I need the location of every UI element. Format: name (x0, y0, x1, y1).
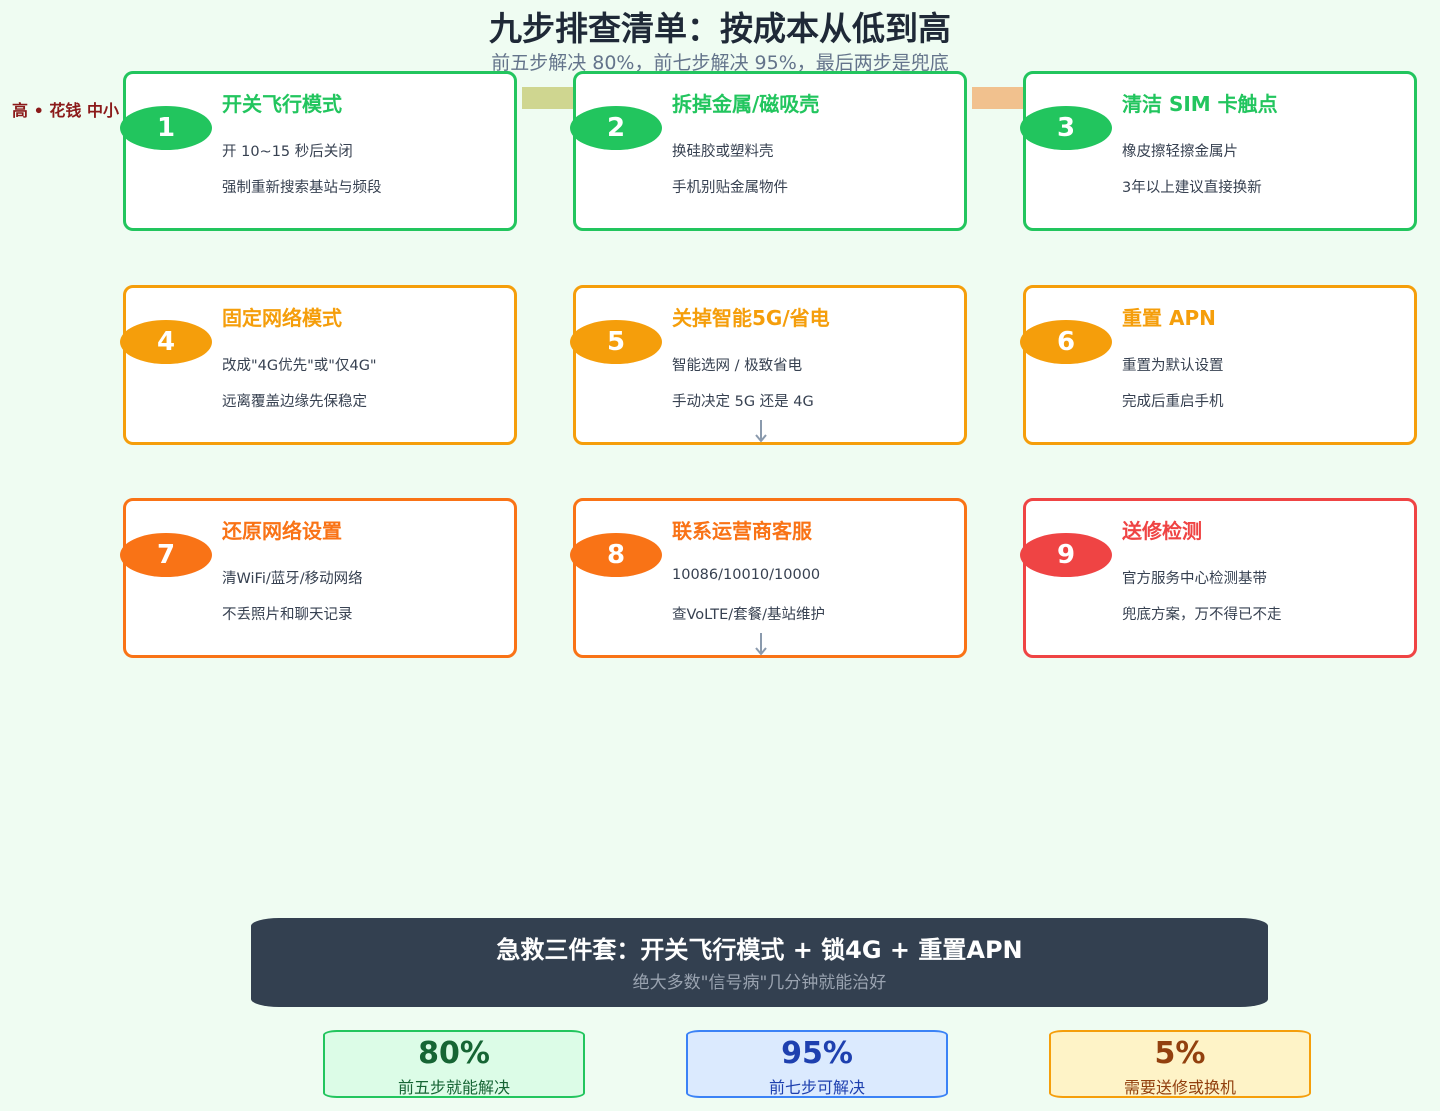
stat-card-5: 5% 需要送修或换机 (1049, 1030, 1311, 1098)
step-card-1: 1 开关飞行模式 开 10~15 秒后关闭 强制重新搜索基站与频段 (120, 71, 517, 231)
step-card-9: 9 送修检测 官方服务中心检测基带 兜底方案，万不得已不走 (1020, 498, 1417, 658)
step-card-2: 2 拆掉金属/磁吸壳 换硅胶或塑料壳 手机别贴金属物件 (570, 71, 967, 231)
stat-label: 需要送修或换机 (1123, 1078, 1236, 1097)
step-title: 还原网络设置 (222, 519, 342, 543)
cost-axis-label: 高 • 花钱 中小 (12, 101, 119, 120)
stat-value: 5% (1154, 1036, 1206, 1071)
step-number-badge: 9 (1020, 533, 1112, 577)
step-detail: 重置为默认设置 (1122, 358, 1224, 374)
step-detail: 清WiFi/蓝牙/移动网络 (222, 571, 363, 587)
connector-bar (522, 87, 576, 109)
page-subtitle: 前五步解决 80%，前七步解决 95%，最后两步是兜底 (491, 52, 949, 74)
stat-card-80: 80% 前五步就能解决 (323, 1030, 585, 1098)
down-arrow-icon (755, 633, 767, 656)
step-detail: 手动决定 5G 还是 4G (672, 394, 814, 410)
stat-card-95: 95% 前七步可解决 (686, 1030, 948, 1098)
step-number-badge: 7 (120, 533, 212, 577)
step-number-badge: 1 (120, 106, 212, 150)
step-card-8: 8 联系运营商客服 10086/10010/10000 查VoLTE/套餐/基站… (570, 498, 967, 658)
step-title: 拆掉金属/磁吸壳 (672, 92, 820, 116)
step-detail: 强制重新搜索基站与频段 (222, 180, 382, 196)
step-detail: 改成"4G优先"或"仅4G" (222, 358, 377, 374)
step-card-5: 5 关掉智能5G/省电 智能选网 / 极致省电 手动决定 5G 还是 4G (570, 285, 967, 445)
step-detail: 3年以上建议直接换新 (1122, 180, 1262, 196)
stat-value: 80% (418, 1036, 490, 1071)
connector-bar (972, 87, 1026, 109)
step-detail: 远离覆盖边缘先保稳定 (222, 394, 367, 410)
page-title: 九步排查清单：按成本从低到高 (489, 9, 951, 48)
step-number-badge: 2 (570, 106, 662, 150)
banner-title: 急救三件套：开关飞行模式 + 锁4G + 重置APN (496, 936, 1023, 964)
down-arrow-icon (755, 420, 767, 443)
step-detail: 开 10~15 秒后关闭 (222, 144, 353, 160)
step-title: 固定网络模式 (222, 306, 342, 330)
step-card-6: 6 重置 APN 重置为默认设置 完成后重启手机 (1020, 285, 1417, 445)
step-detail: 手机别贴金属物件 (672, 180, 788, 196)
step-detail: 橡皮擦轻擦金属片 (1122, 144, 1238, 160)
step-detail: 智能选网 / 极致省电 (672, 358, 803, 374)
step-number-badge: 4 (120, 320, 212, 364)
step-title: 清洁 SIM 卡触点 (1122, 92, 1278, 116)
step-title: 开关飞行模式 (222, 92, 342, 116)
summary-banner: 急救三件套：开关飞行模式 + 锁4G + 重置APN 绝大多数"信号病"几分钟就… (251, 918, 1268, 1007)
step-detail: 换硅胶或塑料壳 (672, 144, 774, 160)
step-title: 重置 APN (1122, 306, 1216, 330)
banner-subtitle: 绝大多数"信号病"几分钟就能治好 (632, 973, 887, 993)
step-detail: 10086/10010/10000 (672, 567, 821, 583)
step-number-badge: 6 (1020, 320, 1112, 364)
step-title: 关掉智能5G/省电 (672, 306, 830, 330)
step-detail: 官方服务中心检测基带 (1122, 571, 1267, 587)
stat-label: 前七步可解决 (768, 1078, 865, 1097)
step-card-4: 4 固定网络模式 改成"4G优先"或"仅4G" 远离覆盖边缘先保稳定 (120, 285, 517, 445)
stat-label: 前五步就能解决 (397, 1078, 510, 1097)
step-card-3: 3 清洁 SIM 卡触点 橡皮擦轻擦金属片 3年以上建议直接换新 (1020, 71, 1417, 231)
step-number-badge: 5 (570, 320, 662, 364)
step-number-badge: 8 (570, 533, 662, 577)
step-title: 联系运营商客服 (672, 519, 812, 543)
stat-value: 95% (781, 1036, 853, 1071)
step-number-badge: 3 (1020, 106, 1112, 150)
step-card-7: 7 还原网络设置 清WiFi/蓝牙/移动网络 不丢照片和聊天记录 (120, 498, 517, 658)
step-title: 送修检测 (1122, 519, 1202, 543)
step-detail: 完成后重启手机 (1122, 394, 1224, 410)
step-detail: 查VoLTE/套餐/基站维护 (672, 607, 826, 623)
step-detail: 兜底方案，万不得已不走 (1122, 607, 1282, 623)
step-detail: 不丢照片和聊天记录 (222, 607, 353, 623)
